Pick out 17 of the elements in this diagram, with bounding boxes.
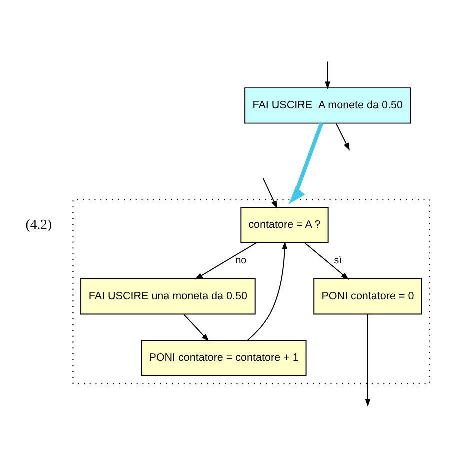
node-box: contatore = A ? [240, 206, 329, 243]
edge-label: no [236, 254, 247, 266]
edge-label: sì [334, 254, 342, 266]
node-box: PONI contatore = 0 [314, 278, 422, 314]
arrow [262, 177, 278, 208]
node-box: FAI USCIRE una moneta da 0.50 [80, 278, 256, 314]
arrow [247, 241, 288, 340]
node-box: PONI contatore = contatore + 1 [141, 340, 307, 376]
arrow [304, 242, 350, 280]
arrow [325, 60, 331, 90]
arrow [195, 242, 258, 280]
arrow [184, 314, 210, 342]
node-box: FAI USCIRE A monete da 0.50 [244, 87, 412, 124]
node-label: (4.2) [26, 216, 52, 232]
arrow [288, 122, 324, 204]
arrow [336, 122, 350, 150]
arrow [365, 314, 371, 406]
